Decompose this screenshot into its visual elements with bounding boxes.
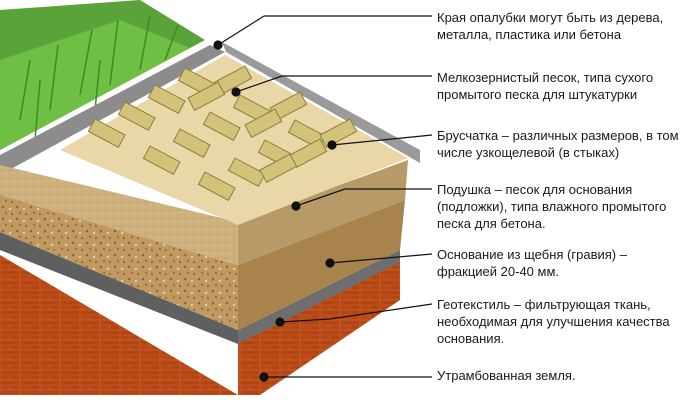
label-soil: Утрамбованная земля. xyxy=(437,368,576,383)
label-cushion: Подушка – песок для основания (подложки)… xyxy=(437,182,667,231)
gravel-base-layer xyxy=(0,195,238,330)
label-fine-sand: Мелкозернистый песок, типа сухого промыт… xyxy=(437,70,654,102)
compacted-soil-layer-right xyxy=(238,260,400,395)
grass xyxy=(0,0,205,150)
compacted-soil-layer xyxy=(0,255,238,395)
leader-geotextile xyxy=(329,303,433,320)
paving-stones xyxy=(87,65,358,201)
sand-cushion-layer-right xyxy=(238,160,408,265)
label-formwork: Края опалубки могут быть из дерева, мета… xyxy=(437,10,664,42)
formwork-edge-right xyxy=(222,42,420,163)
label-paving: Брусчатка – различных размеров, в том чи… xyxy=(437,128,679,160)
sand-cushion-layer xyxy=(0,165,238,265)
label-gravel: Основание из щебня (гравия) – фракцией 2… xyxy=(437,247,627,279)
geotextile-layer xyxy=(0,232,238,344)
gravel-base-layer-right xyxy=(238,200,405,330)
leader-gravel xyxy=(329,253,433,264)
formwork-edge xyxy=(0,45,225,175)
leader-paving xyxy=(331,134,433,146)
label-geotextile: Геотекстиль – фильтрующая ткань, необход… xyxy=(437,297,670,346)
